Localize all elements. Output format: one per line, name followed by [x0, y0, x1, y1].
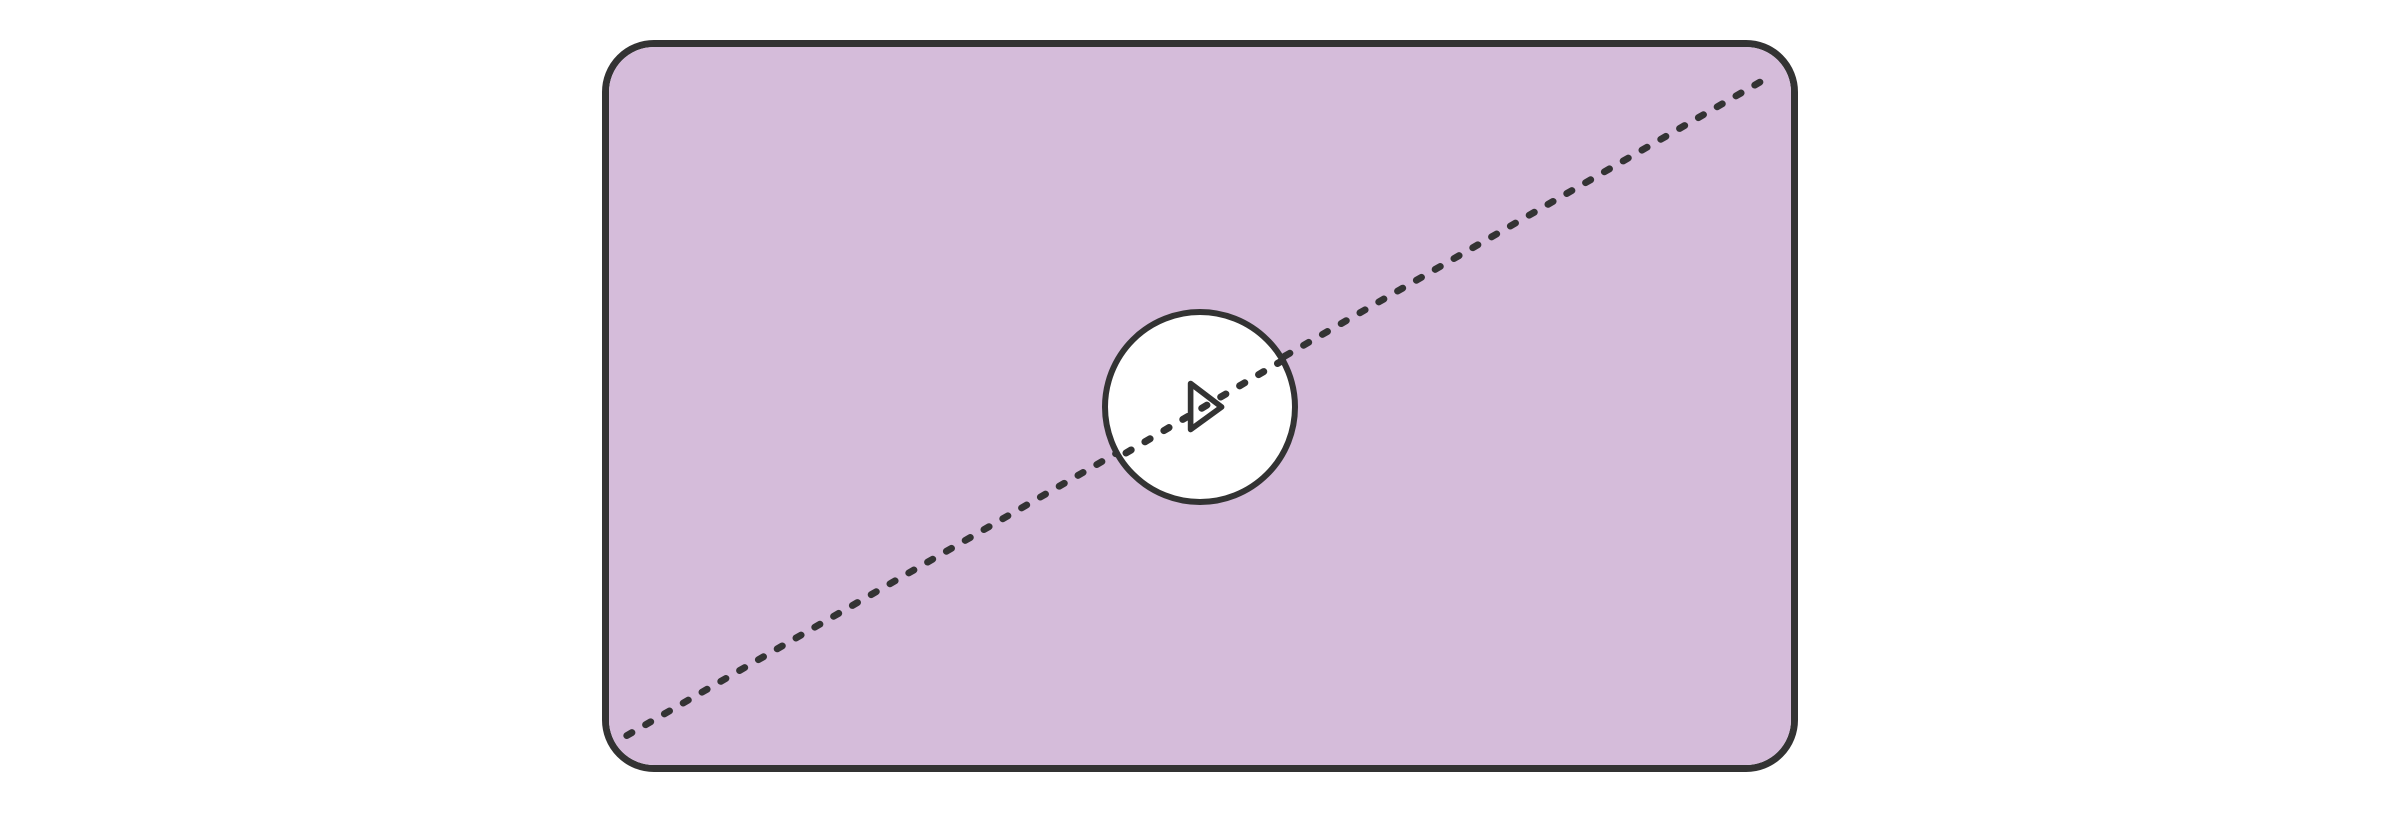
diagonal-dashed-line-icon	[609, 47, 1791, 765]
play-button[interactable]	[1102, 309, 1298, 505]
video-placeholder-frame[interactable]	[602, 40, 1798, 772]
play-icon	[1187, 380, 1225, 433]
